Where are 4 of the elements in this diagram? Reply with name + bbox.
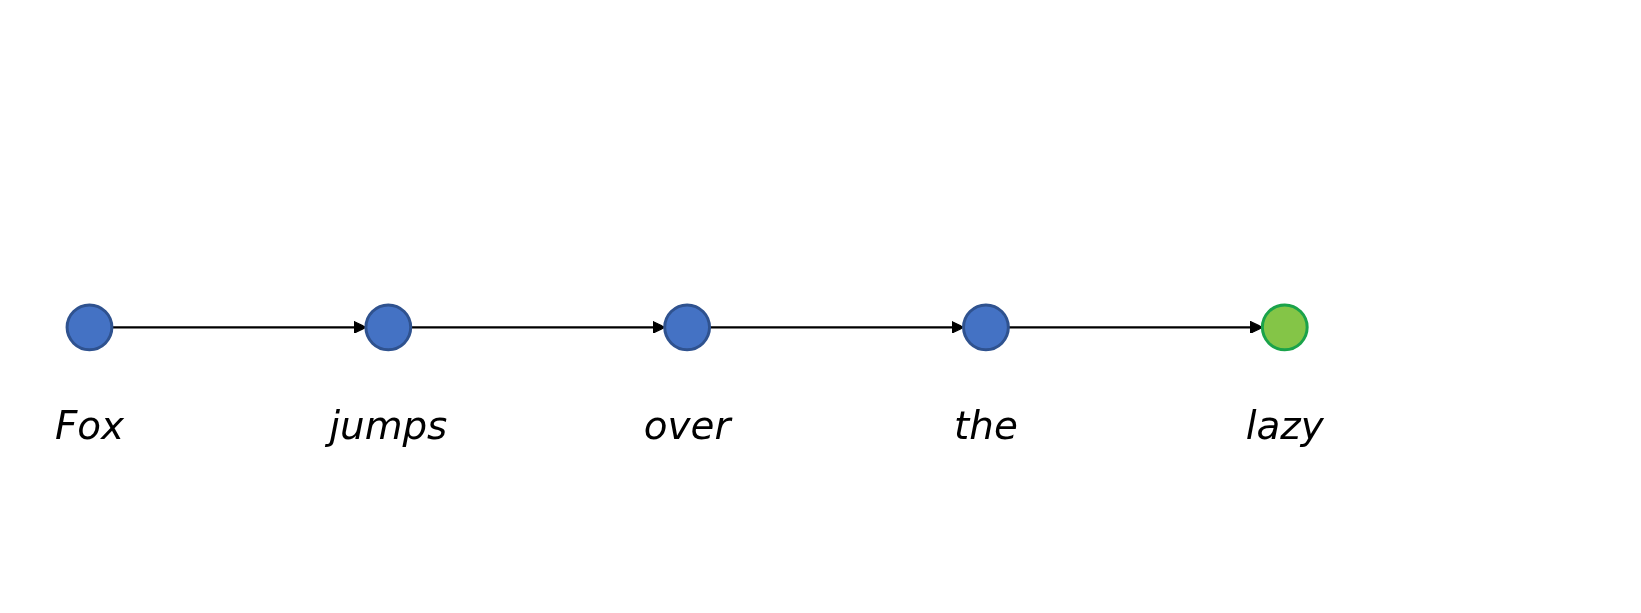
- word-label: lazy: [1245, 403, 1324, 449]
- word-label: the: [954, 403, 1018, 449]
- word-label: Fox: [54, 403, 124, 449]
- word-label: over: [643, 403, 731, 449]
